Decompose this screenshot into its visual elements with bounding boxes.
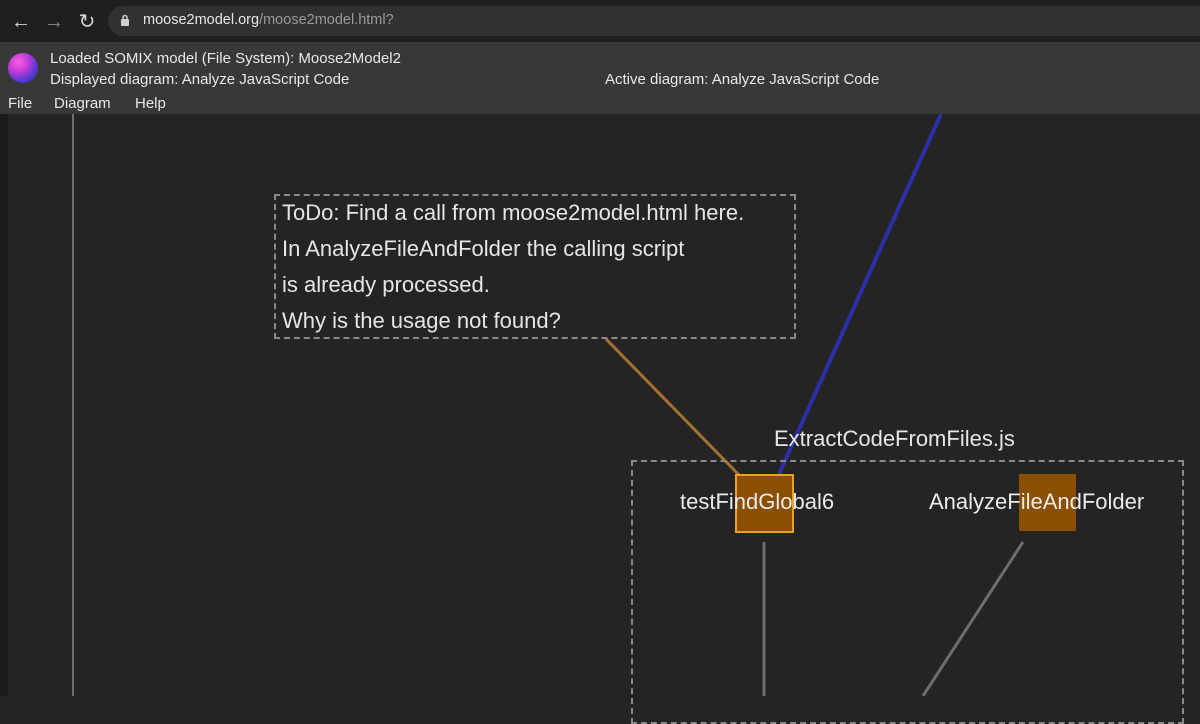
note-line-4: Why is the usage not found?: [282, 308, 561, 333]
url-path: /moose2model.html?: [259, 12, 394, 28]
diagram-links: [72, 114, 1025, 696]
note-line-2: In AnalyzeFileAndFolder the calling scri…: [282, 236, 685, 261]
node-label-analyzefileandfolder[interactable]: AnalyzeFileAndFolder: [929, 489, 1145, 514]
note-line-1: ToDo: Find a call from moose2model.html …: [282, 200, 745, 225]
back-arrow-icon[interactable]: ←: [11, 11, 31, 33]
url-text[interactable]: moose2model.org/moose2model.html?: [143, 12, 394, 28]
url-host: moose2model.org: [143, 12, 260, 28]
app-header: Loaded SOMIX model (File System): Moose2…: [0, 43, 1200, 114]
lock-icon: [121, 14, 129, 26]
node-link-analyzefileandfolder: [921, 541, 1025, 696]
active-diagram-text: Active diagram: Analyze JavaScript Code: [605, 71, 880, 88]
menu-file[interactable]: File: [8, 95, 33, 112]
note-line-3: is already processed.: [282, 272, 490, 297]
todo-note[interactable]: ToDo: Find a call from moose2model.html …: [274, 194, 796, 339]
node-testfindglobal6[interactable]: [735, 474, 794, 533]
menu-diagram[interactable]: Diagram: [54, 95, 111, 112]
menu-help[interactable]: Help: [135, 95, 166, 112]
address-bar[interactable]: moose2model.org/moose2model.html?: [108, 6, 1200, 36]
diagram-canvas[interactable]: ToDo: Find a call from moose2model.html …: [0, 114, 1200, 724]
reload-icon[interactable]: ↻: [78, 11, 96, 33]
note-link: [604, 337, 742, 478]
forward-arrow-icon[interactable]: →: [44, 11, 64, 33]
browser-toolbar: ← → ↻ moose2model.org/moose2model.html?: [0, 0, 1200, 43]
node-label-testfindglobal6[interactable]: testFindGlobal6: [680, 489, 835, 514]
left-panel-strip: [0, 114, 8, 696]
node-analyzefileandfolder[interactable]: [1019, 474, 1076, 531]
displayed-diagram-text: Displayed diagram: Analyze JavaScript Co…: [50, 71, 350, 88]
call-link-blue: [777, 114, 943, 475]
somix-logo: [8, 53, 38, 83]
loaded-model-text: Loaded SOMIX model (File System): Moose2…: [50, 50, 401, 67]
container-title: ExtractCodeFromFiles.js: [774, 426, 1015, 451]
